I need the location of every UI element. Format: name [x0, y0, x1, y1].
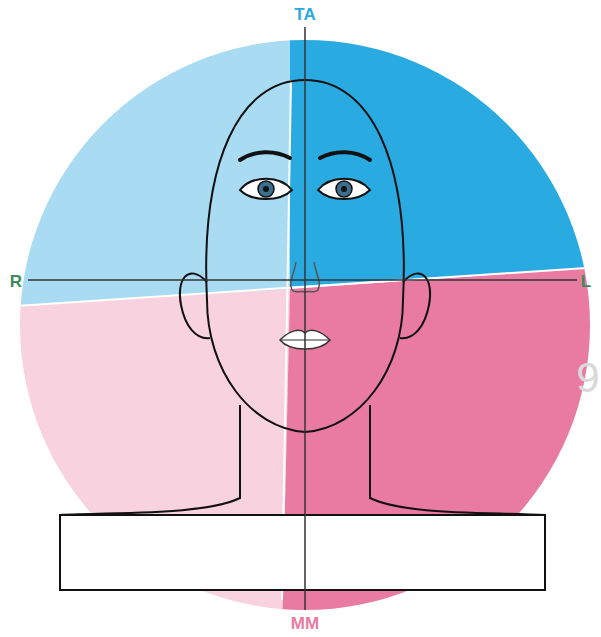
- watermark: 9: [576, 357, 599, 399]
- axis-label: MM: [291, 615, 319, 632]
- axis-label: TA: [294, 6, 315, 23]
- axis-label: R: [10, 273, 22, 290]
- axis-label: L: [581, 273, 591, 290]
